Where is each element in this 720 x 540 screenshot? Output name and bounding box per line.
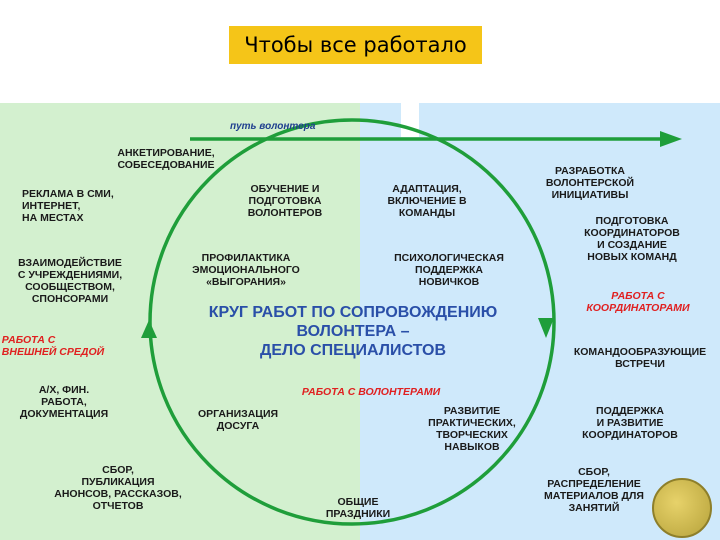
slide-title: Чтобы все работало [229, 26, 482, 64]
label-razvitie: РАЗВИТИЕ ПРАКТИЧЕСКИХ, ТВОРЧЕСКИХ НАВЫКО… [428, 405, 516, 453]
label-organizaciya: ОРГАНИЗАЦИЯ ДОСУГА [197, 408, 279, 432]
left-panel [0, 103, 360, 540]
center-subheading: РАБОТА С ВОЛОНТЕРАМИ [301, 386, 441, 398]
circle-arrow-left [141, 320, 157, 338]
label-sbor-raspr: СБОР, РАСПРЕДЕЛЕНИЕ МАТЕРИАЛОВ ДЛЯ ЗАНЯТ… [544, 466, 644, 514]
label-komandoobr: КОМАНДООБРАЗУЮЩИЕ ВСТРЕЧИ [573, 346, 707, 370]
label-vzaimodeystvie: ВЗАИМОДЕЙСТВИЕ С УЧРЕЖДЕНИЯМИ, СООБЩЕСТВ… [17, 257, 123, 305]
label-rabota-koord: РАБОТА С КООРДИНАТОРАМИ [586, 290, 690, 314]
label-razrabotka: РАЗРАБОТКА ВОЛОНТЕРСКОЙ ИНИЦИАТИВЫ [545, 165, 635, 201]
work-circle [148, 118, 556, 526]
organization-logo [652, 478, 712, 538]
volunteer-path-label: путь волонтера [230, 121, 316, 132]
label-sbor-publ: СБОР, ПУБЛИКАЦИЯ АНОНСОВ, РАССКАЗОВ, ОТЧ… [54, 464, 182, 512]
center-heading: КРУГ РАБОТ ПО СОПРОВОЖДЕНИЮ ВОЛОНТЕРА – … [208, 304, 498, 359]
label-psihologicheskaya: ПСИХОЛОГИЧЕСКАЯ ПОДДЕРЖКА НОВИЧКОВ [394, 252, 504, 288]
label-rabota-vneshnei: РАБОТА С ВНЕШНЕЙ СРЕДОЙ [1, 334, 105, 358]
label-ahfin: А/Х, ФИН. РАБОТА, ДОКУМЕНТАЦИЯ [19, 384, 109, 420]
circle-arrow-right [538, 318, 554, 338]
label-adaptaciya: АДАПТАЦИЯ, ВКЛЮЧЕНИЕ В КОМАНДЫ [387, 183, 467, 219]
label-reklama: РЕКЛАМА В СМИ, ИНТЕРНЕТ, НА МЕСТАХ [22, 188, 114, 224]
label-podderzhka: ПОДДЕРЖКА И РАЗВИТИЕ КООРДИНАТОРОВ [582, 405, 678, 441]
label-obuchenie: ОБУЧЕНИЕ И ПОДГОТОВКА ВОЛОНТЕРОВ [247, 183, 323, 219]
label-profilaktika: ПРОФИЛАКТИКА ЭМОЦИОНАЛЬНОГО «ВЫГОРАНИЯ» [192, 252, 300, 288]
label-obshie: ОБЩИЕ ПРАЗДНИКИ [325, 496, 391, 520]
label-podgotovka-koord: ПОДГОТОВКА КООРДИНАТОРОВ И СОЗДАНИЕ НОВЫ… [584, 215, 680, 263]
label-anketirovanie: АНКЕТИРОВАНИЕ, СОБЕСЕДОВАНИЕ [117, 147, 215, 171]
volunteer-path-arrowhead [660, 131, 682, 147]
